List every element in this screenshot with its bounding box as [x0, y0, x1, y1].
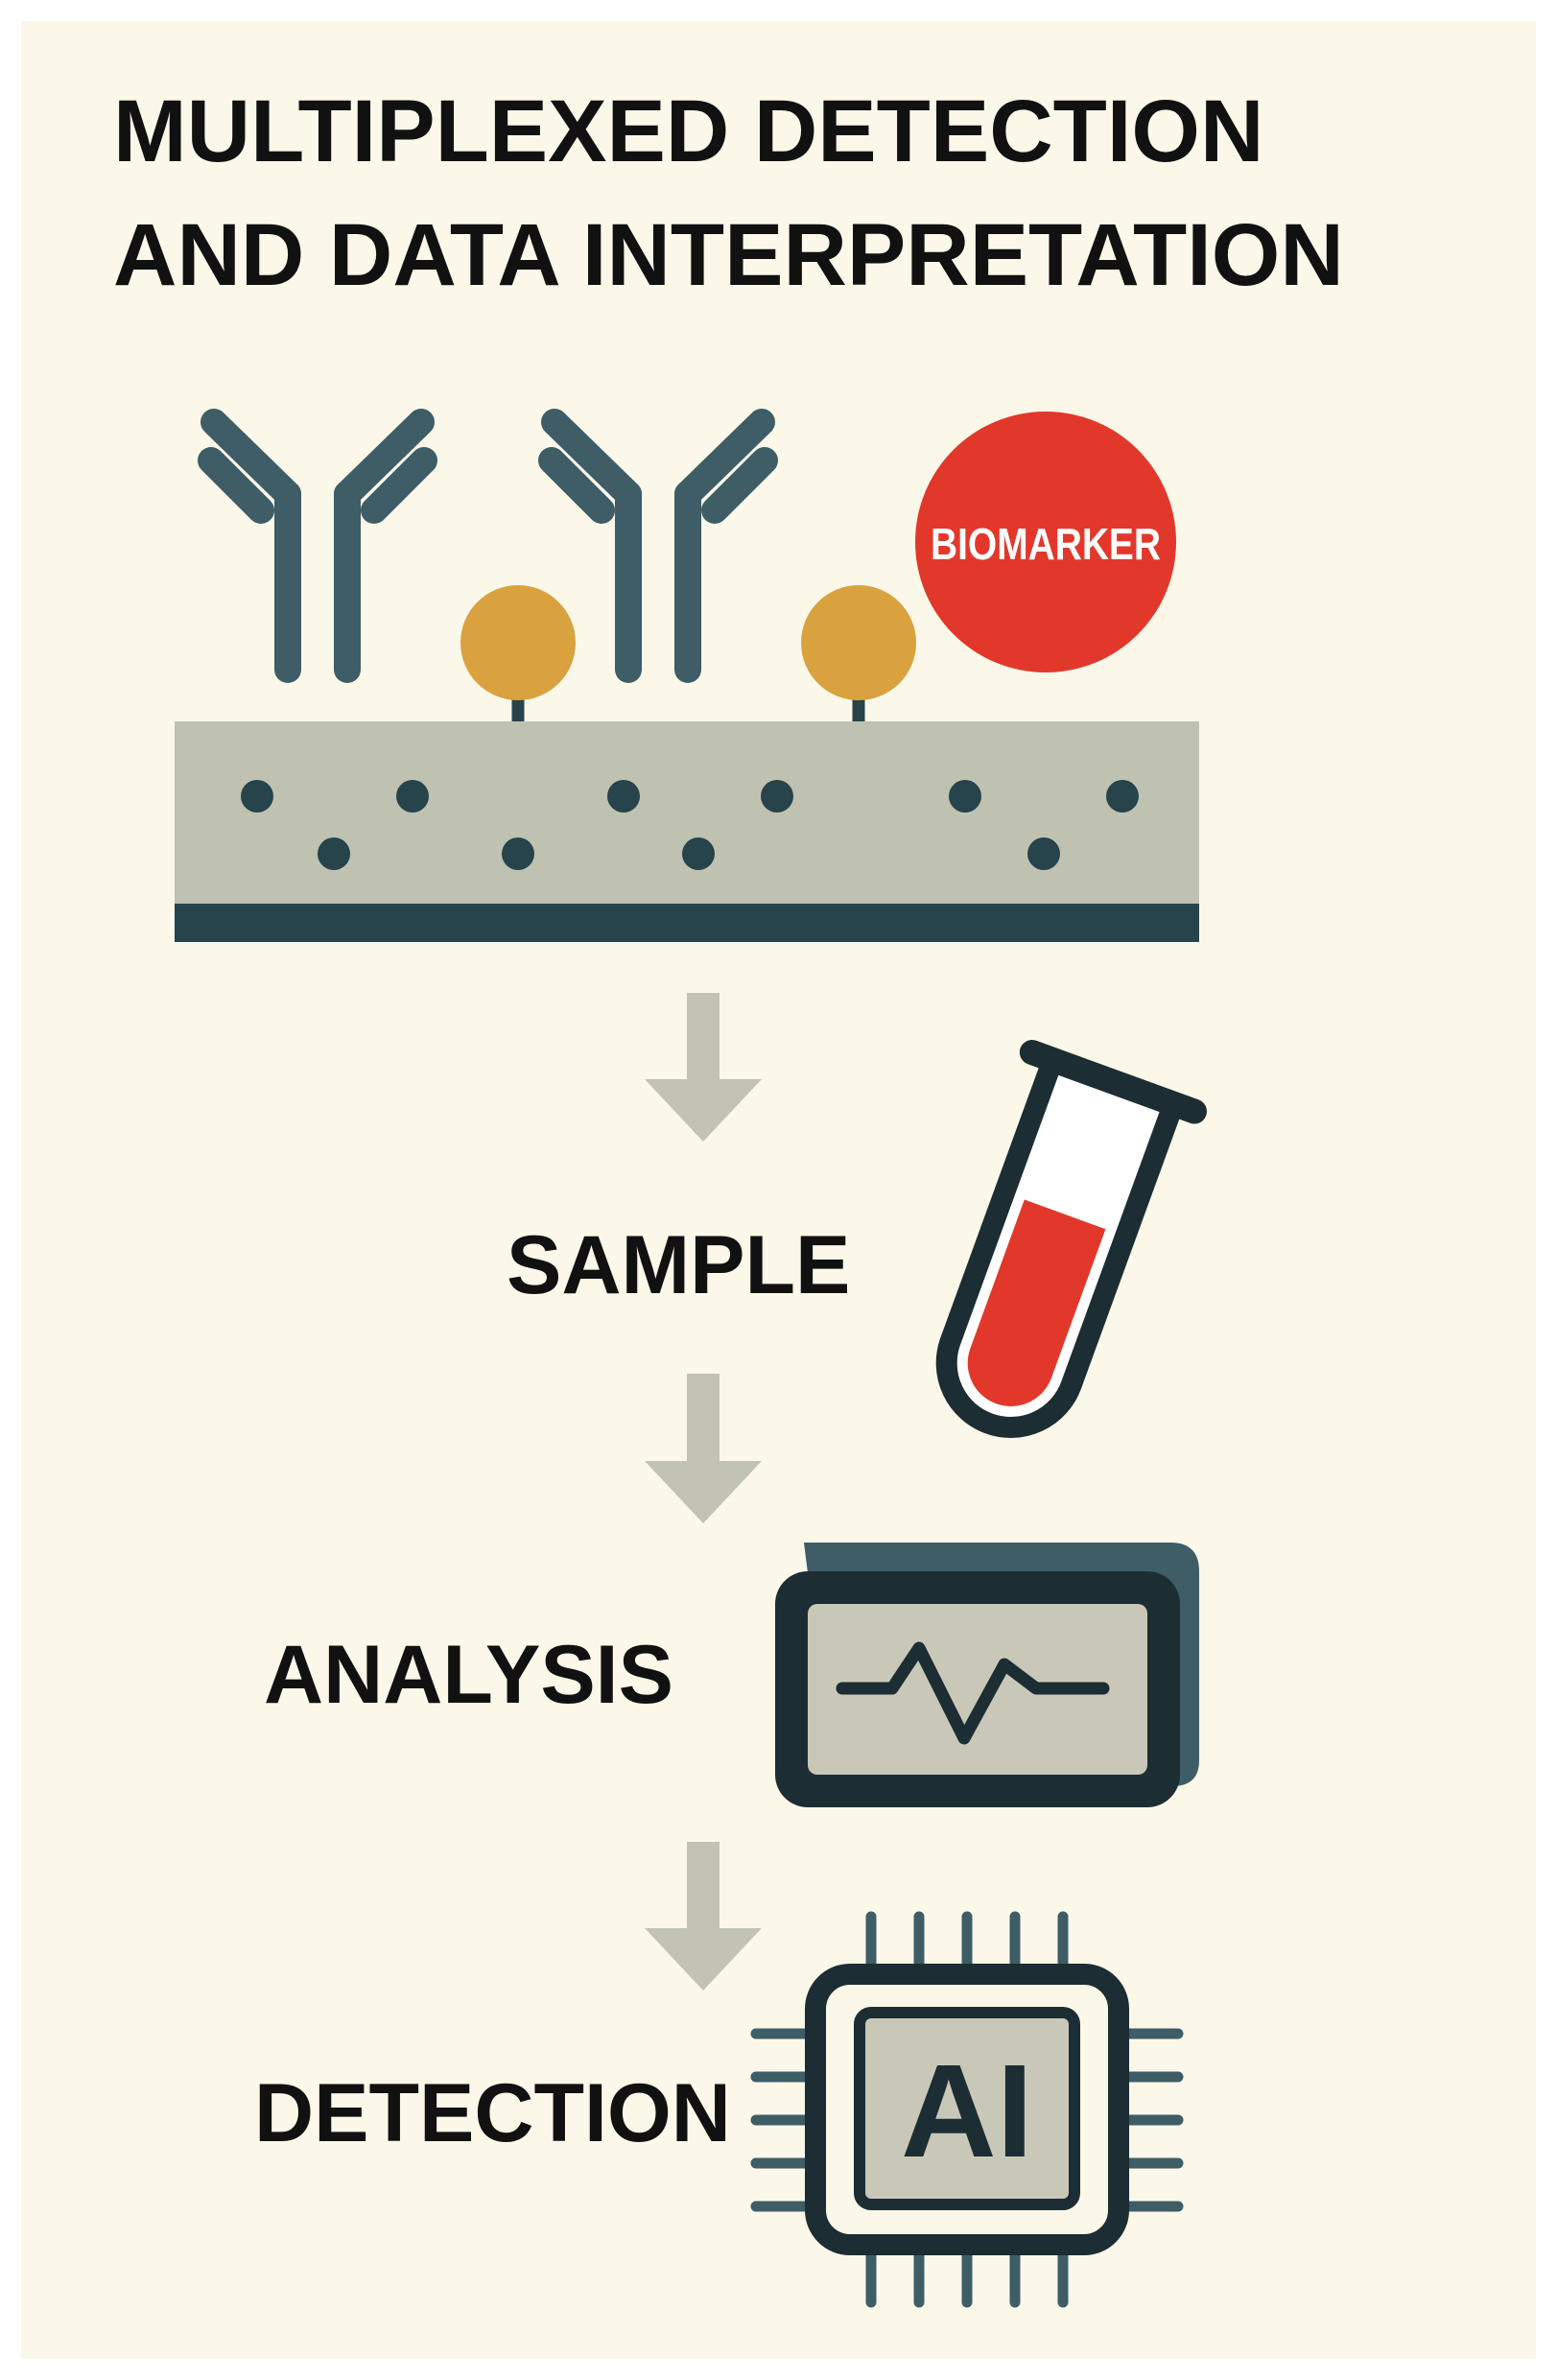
title-line-2: AND DATA INTERPRETATION — [113, 206, 1344, 304]
down-arrow-icon-3 — [645, 1842, 762, 1991]
ai-chip-icon: AI — [750, 1911, 1184, 2308]
title-line-1: MULTIPLEXED DETECTION — [113, 82, 1263, 180]
antibody-icon-2 — [538, 409, 778, 683]
antibody-icon-1 — [198, 409, 437, 683]
chip-label: AI — [901, 2038, 1033, 2185]
substrate — [175, 721, 1199, 942]
monitor-icon — [775, 1543, 1199, 1807]
step-label-sample: SAMPLE — [507, 1219, 850, 1311]
step-label-analysis: ANALYSIS — [264, 1629, 673, 1721]
down-arrow-icon-1 — [645, 993, 762, 1142]
biomarker-circle: BIOMARKER — [915, 412, 1176, 672]
down-arrow-icon-2 — [645, 1374, 762, 1523]
background-panel — [21, 21, 1536, 2359]
step-label-detection: DETECTION — [254, 2067, 731, 2159]
biomarker-label: BIOMARKER — [931, 519, 1161, 569]
test-tube-icon — [935, 1039, 1207, 1438]
